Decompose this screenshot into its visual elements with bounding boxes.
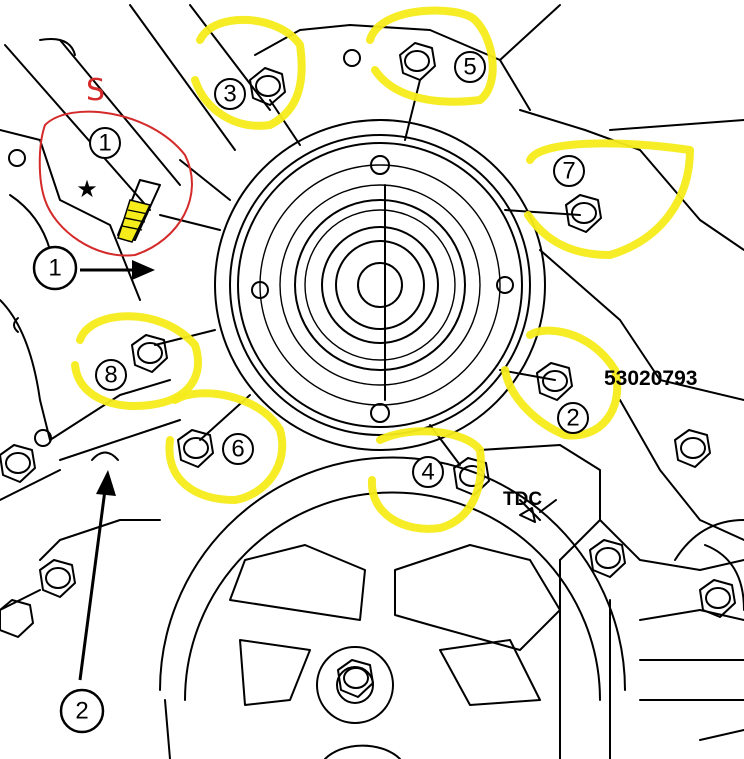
svg-text:5: 5 bbox=[463, 54, 476, 81]
svg-text:2: 2 bbox=[75, 698, 88, 725]
part-number: 53020793 bbox=[604, 367, 697, 390]
svg-text:1: 1 bbox=[48, 255, 61, 282]
label-bolt-3: 3 bbox=[214, 78, 246, 110]
tdc-label: TDC bbox=[503, 489, 542, 510]
bolt-head bbox=[337, 659, 374, 698]
bolt-head bbox=[674, 429, 711, 468]
highlight-bolt-7 bbox=[524, 139, 694, 259]
water-pump-pulley bbox=[214, 119, 546, 451]
label-bolt-5: 5 bbox=[454, 51, 486, 83]
arrow-head-right-icon bbox=[132, 260, 155, 280]
mounting-hole bbox=[343, 49, 361, 67]
bolt-head bbox=[565, 194, 602, 233]
highlight-bolt-8 bbox=[71, 312, 202, 410]
mounting-hole bbox=[34, 429, 52, 447]
highlight-bolt-6 bbox=[165, 389, 287, 504]
label-bolt-2: 2 bbox=[557, 402, 589, 434]
handwritten-s: S bbox=[86, 73, 105, 108]
bolt-head bbox=[177, 429, 214, 468]
label-bolt-7: 7 bbox=[553, 155, 585, 187]
svg-text:3: 3 bbox=[223, 81, 236, 108]
index-mark bbox=[13, 317, 19, 333]
callout-arrows bbox=[78, 260, 155, 681]
bolt-head bbox=[589, 539, 626, 578]
stud-bolt bbox=[117, 179, 161, 243]
highlight-bolt-4 bbox=[367, 427, 485, 533]
highlight-bolt-2 bbox=[501, 326, 622, 440]
crankshaft-pulley bbox=[159, 456, 626, 759]
svg-text:2: 2 bbox=[566, 405, 579, 432]
highlight-marks bbox=[71, 6, 694, 533]
red-annotation: S ★ bbox=[38, 73, 193, 257]
bolt-head bbox=[249, 67, 286, 106]
arrow-line bbox=[78, 489, 107, 681]
tdc-mark bbox=[519, 507, 536, 523]
label-bolt-8: 8 bbox=[95, 359, 127, 391]
svg-text:6: 6 bbox=[231, 436, 244, 463]
star-icon: ★ bbox=[76, 175, 98, 203]
callout-1: 1 bbox=[32, 245, 78, 291]
red-circle bbox=[38, 110, 193, 257]
highlight-bolt-5 bbox=[366, 6, 497, 106]
tdc-pointer bbox=[539, 499, 557, 513]
svg-text:8: 8 bbox=[104, 362, 117, 389]
highlight-bolt-3 bbox=[191, 16, 306, 130]
arrow-head-up-icon bbox=[96, 470, 116, 496]
bolt-head bbox=[399, 42, 436, 81]
bolt-labels: 1 2 3 4 5 6 7 8 bbox=[89, 51, 589, 488]
mounting-hole bbox=[8, 149, 26, 167]
label-bolt-6: 6 bbox=[222, 433, 254, 465]
svg-text:4: 4 bbox=[421, 459, 434, 486]
bolt-head bbox=[39, 559, 76, 598]
bolt-head bbox=[699, 579, 736, 618]
label-bolt-4: 4 bbox=[412, 456, 444, 488]
bolt-head bbox=[0, 599, 34, 638]
bolt-head bbox=[0, 444, 36, 483]
callout-labels: 1 2 bbox=[32, 245, 105, 734]
svg-text:7: 7 bbox=[562, 158, 575, 185]
bolts bbox=[0, 42, 736, 698]
label-bolt-1: 1 bbox=[89, 127, 121, 159]
bolt-head bbox=[536, 362, 573, 401]
index-mark bbox=[91, 451, 119, 461]
callout-2: 2 bbox=[59, 688, 105, 734]
bolt-head bbox=[131, 334, 168, 373]
svg-text:1: 1 bbox=[98, 130, 111, 157]
